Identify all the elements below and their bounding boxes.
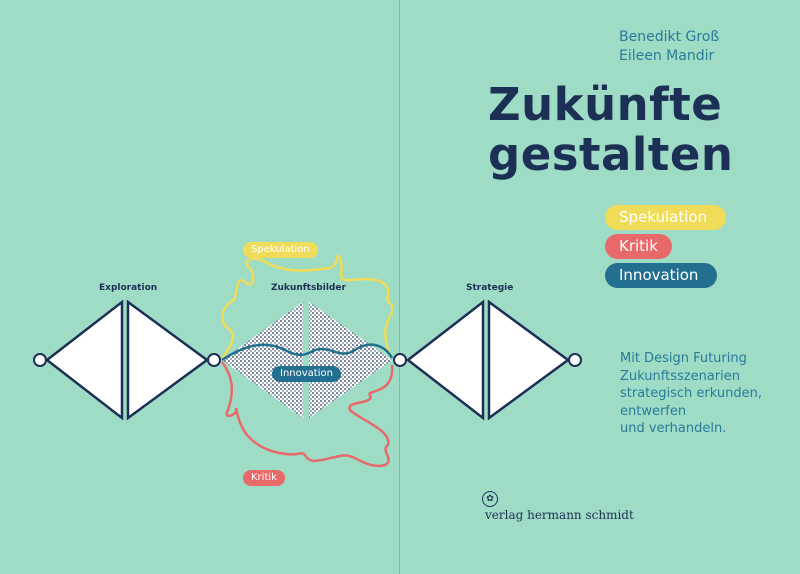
node-circle (207, 353, 221, 367)
author-name: Benedikt Groß (619, 29, 720, 45)
stage-label-exploration: Exploration (99, 283, 158, 293)
book-title: Zukünfte gestalten (488, 80, 733, 180)
stage-label-strategie: Strategie (466, 283, 514, 293)
zukunftsbilder-half-left (222, 302, 303, 418)
authors: Benedikt Groß Eileen Mandir (619, 28, 719, 66)
spekulation-line (221, 254, 394, 359)
title-line: Zukünfte (488, 78, 723, 131)
book-spine (399, 0, 400, 574)
innovation-line (221, 343, 394, 362)
node-circle (33, 353, 47, 367)
exploration-triangle-left (44, 299, 124, 421)
strategie-triangle-right (487, 299, 571, 421)
kritik-line (220, 361, 394, 468)
exploration-triangle-right (126, 299, 210, 421)
title-line: gestalten (488, 128, 734, 181)
strategie-triangle-left (405, 299, 485, 421)
zukunftsbilder-half-right (309, 302, 392, 418)
author-name: Eileen Mandir (619, 48, 715, 64)
pill-innovation: Innovation (605, 263, 717, 288)
tag-kritik: Kritik (243, 470, 285, 486)
pill-kritik: Kritik (605, 234, 672, 259)
node-circle (568, 353, 582, 367)
tag-innovation: Innovation (272, 366, 341, 382)
node-circle (393, 353, 407, 367)
publisher-name: verlag hermann schmidt (485, 508, 634, 522)
stage-label-zukunftsbilder: Zukunftsbilder (271, 283, 346, 293)
tag-spekulation: Spekulation (243, 242, 318, 258)
pill-spekulation: Spekulation (605, 205, 726, 230)
blurb: Mit Design Futuring Zukunftsszenarien st… (620, 351, 763, 436)
publisher-logo-icon: ✿ (482, 491, 498, 507)
